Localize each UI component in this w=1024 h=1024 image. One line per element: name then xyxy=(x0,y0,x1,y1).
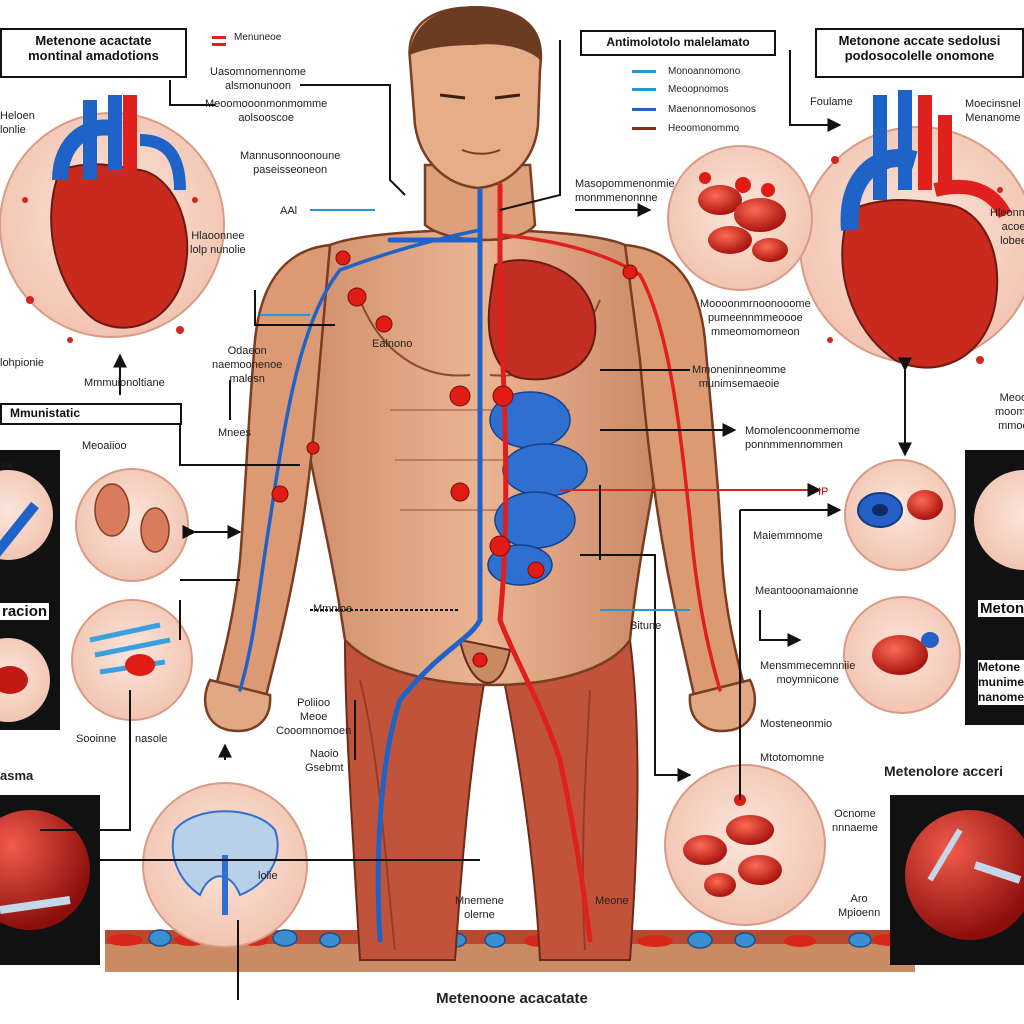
label-27: Ealnono xyxy=(372,338,413,350)
label-31: Sooinne xyxy=(76,733,117,745)
tag-left-mid: Mmunistatic xyxy=(0,403,182,425)
label-36: AAl xyxy=(280,205,298,217)
tag-top-right: Metonone accate sedolusi podosocolelle o… xyxy=(815,28,1024,78)
label-22: Aro Mpioenn xyxy=(838,893,881,919)
label-14: Maiemmnome xyxy=(753,530,823,542)
label-32: nasole xyxy=(135,733,168,745)
label-30: Naoio Gsebmt xyxy=(305,748,344,774)
label-9: Heloen lonlie xyxy=(0,110,35,136)
cell-circle-left-a xyxy=(75,468,189,582)
label-18: Mtotomomne xyxy=(760,752,825,764)
label-10: Masopommenonmie monmmenonnne xyxy=(575,178,675,204)
label-38: 9ai xyxy=(0,460,13,470)
label-26: Meoo moome mmoe xyxy=(995,392,1024,432)
label-5: Odaeon naemoonenoe malesn xyxy=(212,345,283,385)
heart-detail-right xyxy=(799,90,1024,369)
label-19: Ocnome nnnaeme xyxy=(832,808,878,834)
label-16: Mensmmecemnniie moymnicone xyxy=(760,660,856,686)
legend-item-2: Meoopnomos xyxy=(668,84,729,95)
bottom-left-dark-panel xyxy=(0,795,100,965)
label-17: Mosteneonmio xyxy=(760,718,833,730)
label-24: Moecinsnel Menanome xyxy=(965,98,1021,124)
right-dark-panel-small: Metone munime nanome xyxy=(978,660,1024,705)
left-dark-panel-text: racion xyxy=(0,603,50,620)
heart-detail-left xyxy=(0,95,225,343)
red-particles xyxy=(271,250,638,668)
label-7: lohpionie xyxy=(0,357,45,369)
tag-top-left: Metenone acactate montinal amadotions xyxy=(0,28,187,78)
legend-item-1: Monoannomono xyxy=(668,66,741,77)
label-1: Uasomnomennome alsmonunoon xyxy=(210,66,306,92)
label-12: Mmoneninneomme munimsemaeoie xyxy=(692,364,787,390)
label-3: Mannusonnoonoune paseisseoneon xyxy=(240,150,341,176)
label-29: Poliioo Meoe Cooomnomoen xyxy=(276,697,352,737)
legend-red-label: Menuneoe xyxy=(234,32,282,43)
legend-swatches xyxy=(212,36,656,130)
label-23: Foulame xyxy=(810,96,853,108)
label-37: lolie xyxy=(258,870,278,882)
artery-network xyxy=(497,182,722,943)
leader-lines xyxy=(40,40,912,1000)
label-11: Moooonmrnoonooome pumeennmmeoooe mmeomom… xyxy=(700,298,811,338)
reproductive-organ-circle xyxy=(142,782,308,948)
tag-top-center: Antimolotolo malelamato xyxy=(580,30,776,56)
rbc-cluster-top xyxy=(667,145,813,291)
label-8: Mnees xyxy=(218,427,252,439)
label-25: Hleonneo acoe lobee xyxy=(990,207,1024,247)
vein-network xyxy=(238,187,483,943)
right-dark-panel-text: Meton xyxy=(978,600,1024,617)
label-34: IP xyxy=(818,486,829,498)
label-13: Momolencoonmemome ponnmmennommen xyxy=(745,425,860,451)
label-4: Hlaoonnee lolp nunolie xyxy=(190,230,246,256)
rbc-circle-right-b xyxy=(843,596,961,714)
label-20: Mnemene olerne xyxy=(455,895,504,921)
label-2: Meoomooonmonmomme aolsooscoe xyxy=(205,98,328,124)
bottom-right-dark-panel xyxy=(890,795,1024,965)
label-21: Meone xyxy=(595,895,629,907)
label-35: Mmnioe xyxy=(313,603,353,615)
rbc-circle-right-a xyxy=(844,459,956,571)
cell-circle-left-b xyxy=(71,599,193,721)
label-6: Mmmuionoltiane xyxy=(84,377,165,389)
footer-title: Metenoone acacatate xyxy=(436,990,588,1007)
label-28: Meoaiioo xyxy=(82,440,127,452)
legend-item-4: Heoomonommo xyxy=(668,123,740,134)
rbc-cluster-bottom xyxy=(664,764,826,926)
label-33: Bitune xyxy=(630,620,662,632)
bottom-right-title: Metenolore acceri xyxy=(884,763,1004,779)
label-15: Meantooonamaionne xyxy=(755,585,859,597)
legend-item-3: Maenonnomosonos xyxy=(668,104,756,115)
left-bottom-label: asma xyxy=(0,768,34,783)
left-dark-panel xyxy=(0,450,60,730)
